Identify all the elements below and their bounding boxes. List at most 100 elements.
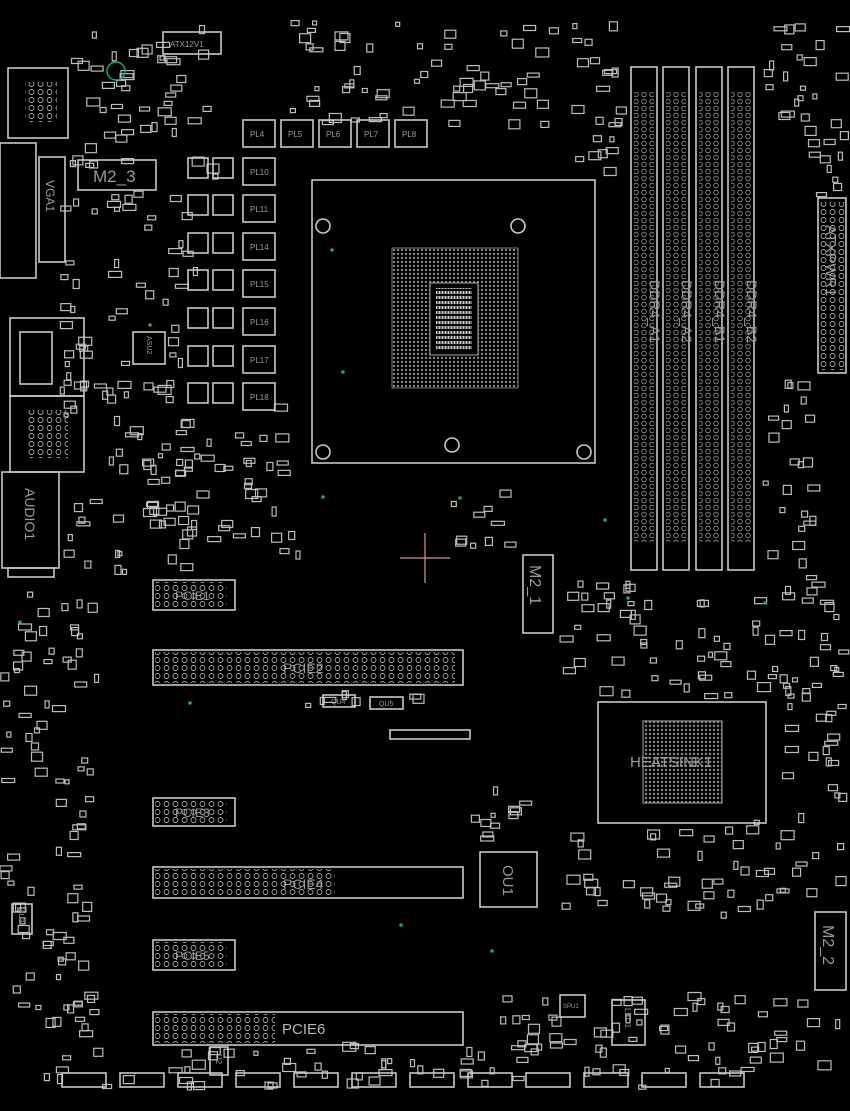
smd-component bbox=[72, 198, 80, 207]
smd-component bbox=[740, 1066, 755, 1073]
smd-component bbox=[717, 1018, 730, 1027]
smd-component bbox=[194, 453, 201, 460]
dimm-slot-b1[interactable]: DDR4_B1 bbox=[695, 66, 728, 571]
spu1-chip[interactable]: SPU1 bbox=[559, 994, 586, 1018]
smd-component bbox=[90, 65, 104, 72]
smd-component bbox=[817, 1060, 832, 1071]
au3-chip[interactable]: AU3 bbox=[11, 903, 33, 935]
pcie3-slot[interactable]: PCIE3 bbox=[152, 797, 236, 827]
smd-component bbox=[508, 119, 521, 130]
smd-component bbox=[342, 1041, 357, 1052]
ou1-chip[interactable]: OU1 bbox=[479, 851, 538, 908]
inductor-pl8: PL8 bbox=[394, 119, 428, 148]
dimm-slot-a1[interactable]: DDR4_A1 bbox=[630, 66, 663, 571]
smd-component bbox=[147, 215, 157, 221]
asu2-chip[interactable]: ASU2 bbox=[132, 331, 166, 365]
smd-component bbox=[115, 308, 128, 315]
atx-power-connector[interactable]: ATXPWR1 bbox=[817, 197, 847, 374]
smd-component bbox=[796, 54, 803, 61]
smd-component bbox=[76, 633, 84, 640]
atx12v-connector[interactable]: ATX12V1 bbox=[162, 31, 222, 55]
smd-component bbox=[271, 506, 277, 517]
smd-component bbox=[108, 315, 116, 321]
smd-component bbox=[0, 747, 13, 753]
smd-component bbox=[628, 1036, 638, 1043]
smd-component bbox=[787, 702, 793, 711]
smd-component bbox=[145, 290, 155, 300]
smd-component bbox=[780, 110, 795, 118]
dimm-slot-a2[interactable]: DDR4_A2 bbox=[662, 66, 695, 571]
inductor-pl16: PL16 bbox=[242, 307, 276, 336]
smd-component bbox=[508, 810, 519, 820]
capacitor bbox=[187, 382, 209, 404]
smd-component bbox=[567, 591, 580, 601]
smd-component bbox=[548, 27, 560, 35]
smd-component bbox=[27, 886, 35, 896]
smd-component bbox=[122, 203, 137, 211]
smd-component bbox=[803, 56, 817, 67]
smd-component bbox=[161, 443, 171, 451]
smd-component bbox=[166, 58, 181, 66]
smd-component bbox=[674, 1045, 687, 1054]
cpu-socket[interactable] bbox=[311, 179, 596, 464]
vga-connector[interactable]: VGA1 bbox=[0, 142, 66, 279]
smd-component bbox=[778, 111, 791, 121]
qu4-chip[interactable]: QU4 bbox=[322, 694, 356, 708]
chipset-heatsink[interactable]: HEATSINK1 bbox=[597, 701, 767, 824]
smd-component bbox=[536, 1043, 543, 1051]
dimm-slot-b2[interactable]: DDR4_B2 bbox=[727, 66, 760, 571]
audio-connector[interactable]: AUDIO1 bbox=[1, 471, 60, 578]
m2-slot-3[interactable]: M2_3 bbox=[77, 159, 157, 191]
smd-component bbox=[516, 77, 528, 86]
smd-component bbox=[794, 98, 800, 107]
m2-slot-2[interactable]: M2_2 bbox=[814, 911, 847, 991]
led1[interactable]: LED1 bbox=[611, 999, 646, 1046]
smd-component bbox=[163, 517, 176, 526]
smd-component bbox=[707, 651, 714, 658]
pcie2-label: PCIE2 bbox=[283, 660, 324, 676]
smd-component bbox=[740, 866, 750, 876]
smd-component bbox=[182, 529, 194, 540]
inductor-label: PL4 bbox=[250, 130, 265, 139]
rear-io-usb[interactable] bbox=[7, 67, 69, 139]
smd-component bbox=[12, 902, 26, 913]
smd-component bbox=[153, 507, 168, 516]
qu5-chip[interactable]: QU5 bbox=[369, 696, 404, 710]
smd-component bbox=[314, 86, 320, 92]
smd-component bbox=[133, 190, 144, 198]
m2-slot-1[interactable]: M2_1 bbox=[522, 554, 554, 634]
pcie4-slot[interactable]: PCIE4 bbox=[152, 866, 464, 899]
smd-component bbox=[656, 848, 671, 858]
smd-component bbox=[187, 505, 200, 515]
smd-component bbox=[75, 648, 83, 658]
smd-component bbox=[633, 625, 647, 636]
pcie2-slot[interactable]: PCIE2 bbox=[152, 649, 464, 686]
smd-component bbox=[409, 1059, 416, 1068]
smd-component bbox=[622, 880, 636, 889]
smd-component bbox=[800, 113, 810, 122]
smd-component bbox=[566, 874, 581, 885]
spu1-label: SPU1 bbox=[563, 1004, 579, 1010]
smd-component bbox=[819, 599, 835, 605]
smd-component bbox=[276, 460, 289, 466]
smd-component bbox=[244, 478, 253, 486]
pcie1-slot[interactable]: PCIE1 bbox=[152, 579, 236, 611]
smd-component bbox=[502, 995, 513, 1003]
smd-component bbox=[120, 360, 131, 366]
smd-component bbox=[349, 79, 355, 88]
smd-component bbox=[78, 960, 90, 971]
smd-component bbox=[158, 520, 167, 529]
vga-label: VGA1 bbox=[43, 180, 57, 212]
pcie6-slot[interactable]: PCIE6 bbox=[152, 1011, 464, 1046]
smd-component bbox=[76, 915, 91, 922]
smd-component bbox=[168, 267, 179, 278]
via bbox=[148, 323, 152, 327]
u2-chip[interactable]: U2 bbox=[209, 1046, 229, 1076]
pcie5-slot[interactable]: PCIE5 bbox=[152, 939, 236, 971]
smd-component bbox=[781, 772, 795, 780]
inductor-pl14: PL14 bbox=[242, 232, 276, 261]
smd-component bbox=[460, 1058, 474, 1065]
smd-component bbox=[697, 850, 703, 861]
smd-component bbox=[795, 861, 808, 867]
